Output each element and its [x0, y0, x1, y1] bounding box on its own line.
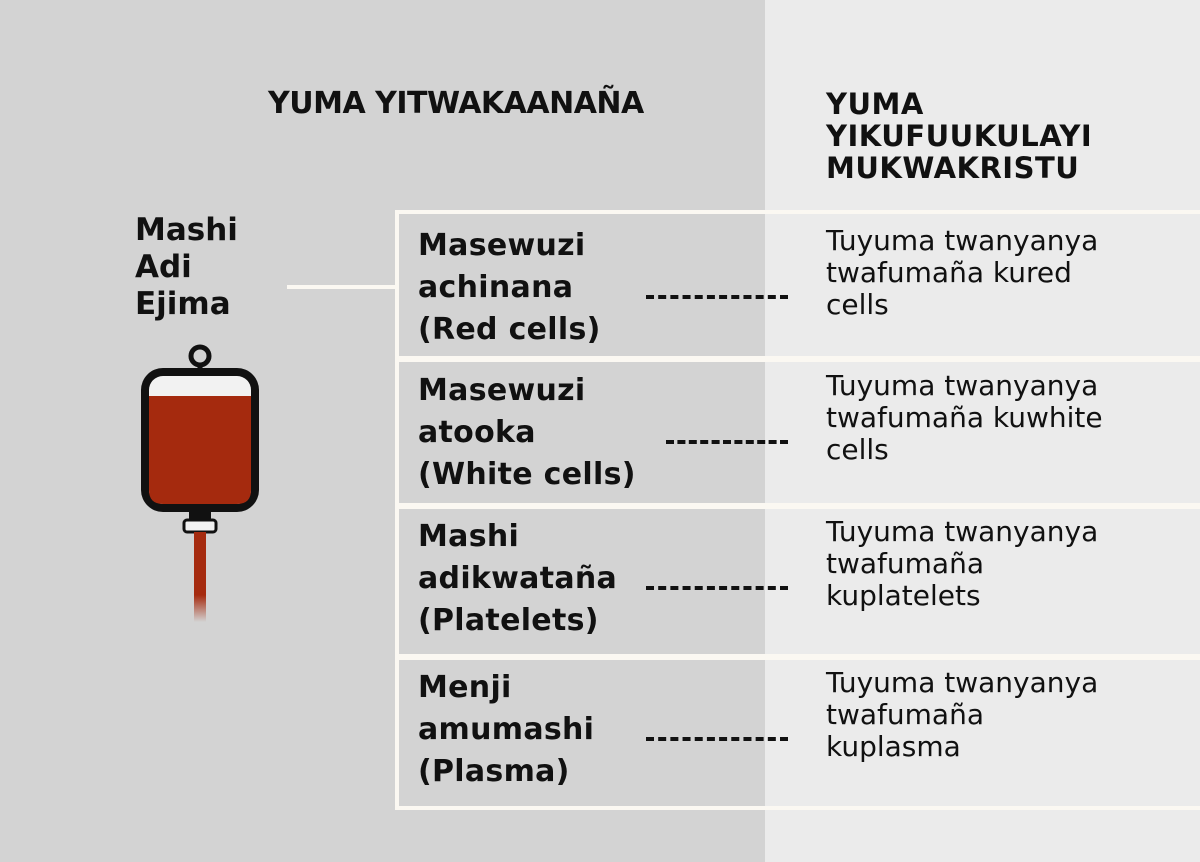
fraction-line: kuplasma [826, 730, 961, 763]
component-row-platelets: Mashi adikwataña (Platelets) Tuyuma twan… [418, 516, 1200, 656]
row-divider [395, 654, 1200, 660]
component-line: Masewuzi [418, 373, 586, 408]
fraction-line: Tuyuma twanyanya [826, 224, 1099, 257]
dashed-leader [646, 586, 788, 590]
fraction-line: twafumaña kuwhite [826, 401, 1103, 434]
dashed-leader [646, 737, 788, 741]
component-line: (White cells) [418, 457, 636, 492]
whole-blood-line: Adi [135, 249, 192, 285]
component-line: Mashi [418, 519, 520, 554]
dashed-leader [646, 295, 788, 299]
component-row-plasma: Menji amumashi (Plasma) Tuyuma twanyanya… [418, 667, 1200, 807]
row-divider [395, 356, 1200, 362]
fraction-line: Tuyuma twanyanya [826, 515, 1099, 548]
whole-blood-label: Mashi Adi Ejima [135, 212, 238, 323]
fraction-text: Tuyuma twanyanya twafumaña kured cells [826, 225, 1156, 321]
component-row-red-cells: Masewuzi achinana (Red cells) Tuyuma twa… [418, 225, 1200, 365]
fraction-line: cells [826, 433, 889, 466]
header-line: YIKUFUUKULAYI [826, 119, 1093, 153]
dashed-leader [666, 440, 788, 444]
component-line: achinana [418, 270, 574, 305]
row-divider [395, 503, 1200, 509]
component-line: (Plasma) [418, 754, 570, 789]
components-table [395, 210, 1200, 810]
header-line: MUKWAKRISTU [826, 151, 1080, 185]
fraction-text: Tuyuma twanyanya twafumaña kuplatelets [826, 516, 1156, 612]
fraction-line: kuplatelets [826, 579, 981, 612]
fraction-line: cells [826, 288, 889, 321]
fraction-line: Tuyuma twanyanya [826, 666, 1099, 699]
fraction-line: twafumaña kured [826, 256, 1072, 289]
component-row-white-cells: Masewuzi atooka (White cells) Tuyuma twa… [418, 370, 1200, 510]
component-line: amumashi [418, 712, 595, 747]
component-name: Menji amumashi (Plasma) [418, 667, 594, 793]
fraction-line: Tuyuma twanyanya [826, 369, 1099, 402]
component-name: Masewuzi atooka (White cells) [418, 370, 636, 496]
right-panel [765, 0, 1200, 862]
header-primary-components: YUMA YITWAKAANAÑA [268, 86, 644, 121]
fraction-line: twafumaña [826, 698, 984, 731]
fraction-line: twafumaña [826, 547, 984, 580]
component-line: adikwataña [418, 561, 618, 596]
whole-blood-line: Mashi [135, 212, 238, 248]
component-line: (Platelets) [418, 603, 599, 638]
connector-line [287, 285, 397, 289]
fraction-text: Tuyuma twanyanya twafumaña kuwhite cells [826, 370, 1156, 466]
header-line: YUMA [826, 87, 924, 121]
component-name: Mashi adikwataña (Platelets) [418, 516, 617, 642]
component-line: atooka [418, 415, 536, 450]
left-panel [0, 0, 765, 862]
component-name: Masewuzi achinana (Red cells) [418, 225, 601, 351]
component-line: Menji [418, 670, 512, 705]
header-christian-decision: YUMA YIKUFUUKULAYI MUKWAKRISTU [826, 88, 1156, 184]
component-line: (Red cells) [418, 312, 601, 347]
fraction-text: Tuyuma twanyanya twafumaña kuplasma [826, 667, 1156, 763]
whole-blood-line: Ejima [135, 286, 231, 322]
component-line: Masewuzi [418, 228, 586, 263]
blood-bag-icon [141, 344, 259, 622]
